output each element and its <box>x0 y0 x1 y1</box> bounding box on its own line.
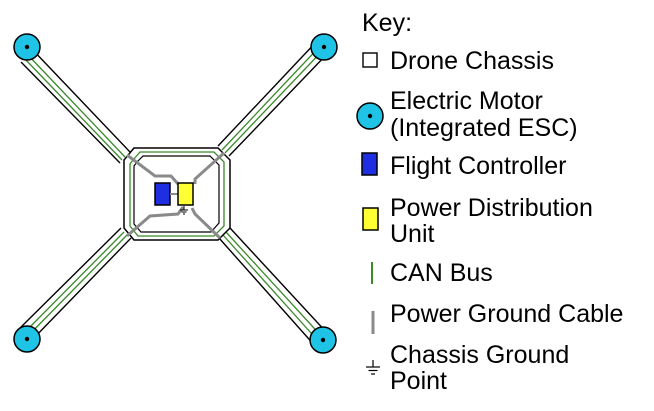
legend-label-ground-point-1: Chassis Ground <box>390 341 569 369</box>
legend-label-ground-cable: Power Ground Cable <box>390 300 623 328</box>
power-ground-cables <box>126 151 226 240</box>
legend-label-ground-point-2: Point <box>390 367 447 395</box>
blue-rect-icon <box>361 152 378 176</box>
arm-bottom-right <box>218 227 329 348</box>
motor-bottom-left <box>13 325 41 353</box>
chassis-ground-point <box>180 206 188 215</box>
square-outline-icon <box>362 52 378 68</box>
legend-label-chassis: Drone Chassis <box>390 47 554 75</box>
legend: Key: Drone Chassis Electric Motor (Integ… <box>356 9 623 395</box>
legend-label-fc: Flight Controller <box>390 152 566 180</box>
power-distribution-unit <box>177 182 194 206</box>
legend-label-pdu-1: Power Distribution <box>390 194 593 222</box>
legend-title: Key: <box>362 9 412 37</box>
legend-label-motor-1: Electric Motor <box>390 87 543 115</box>
yellow-rect-icon <box>362 207 379 231</box>
legend-label-pdu-2: Unit <box>390 220 435 248</box>
arm-bottom-left <box>18 227 132 343</box>
motor-circle-icon <box>356 102 384 130</box>
flight-controller <box>154 182 171 206</box>
arm-top-right <box>217 39 329 157</box>
legend-label-motor-2: (Integrated ESC) <box>390 114 578 142</box>
legend-label-can: CAN Bus <box>390 259 493 287</box>
motor-top-left <box>13 33 41 61</box>
motor-bottom-right <box>309 326 337 354</box>
arm-top-left <box>20 46 131 164</box>
motor-top-right <box>310 33 338 61</box>
ground-symbol-icon <box>366 360 380 375</box>
